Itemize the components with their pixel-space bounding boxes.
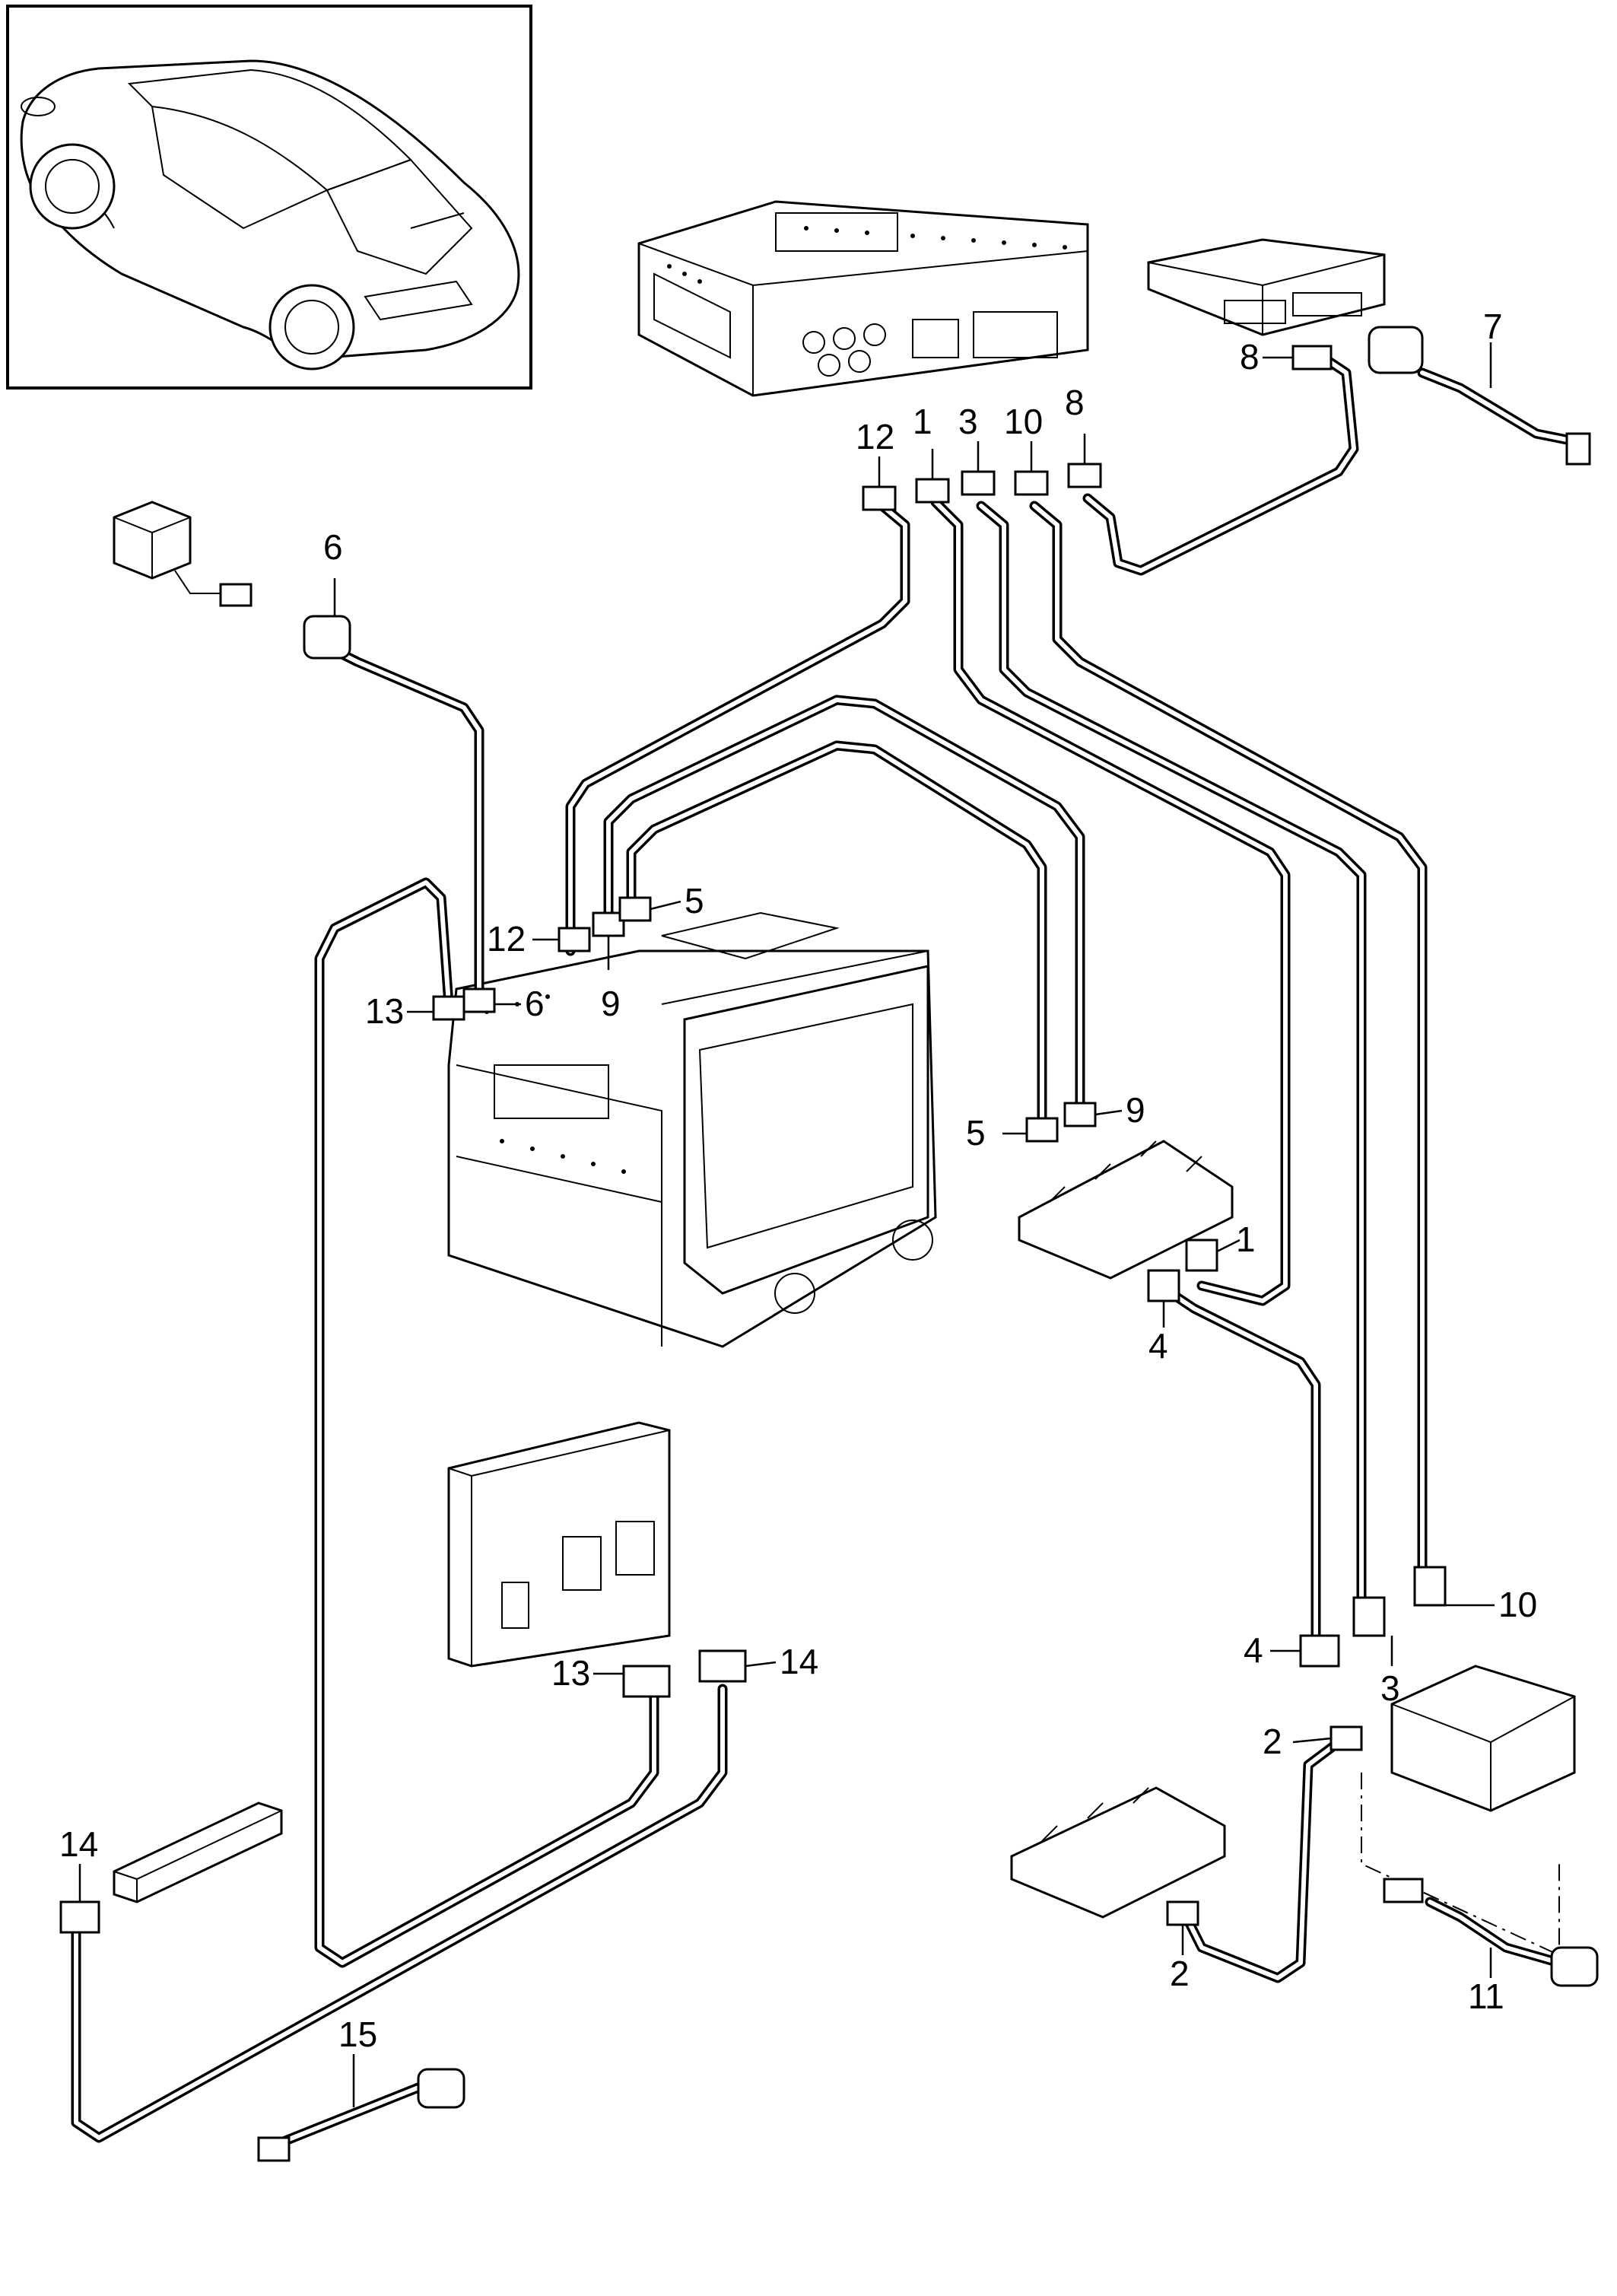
callout-10-top: 10 xyxy=(1004,402,1043,441)
callout-9-center: 9 xyxy=(601,984,621,1023)
callout-2-upper: 2 xyxy=(1263,1722,1282,1761)
head-unit xyxy=(447,911,937,1348)
mounting-bracket-upper xyxy=(1018,1140,1234,1280)
small-connector-module xyxy=(113,501,253,607)
connectors xyxy=(59,326,1599,2162)
wire-harness-13 xyxy=(314,877,659,1968)
wire-harness-5 xyxy=(626,740,1047,1124)
callout-11: 11 xyxy=(1468,1976,1504,2016)
wire-harness-9 xyxy=(603,695,1085,1108)
callout-3-top: 3 xyxy=(958,402,978,441)
callout-12-center: 12 xyxy=(487,919,526,959)
wire-harness-2 xyxy=(1181,1737,1344,1983)
wire-harness-15 xyxy=(268,2079,431,2151)
wire-harness-14 xyxy=(71,1684,728,2143)
callout-labels: 12 1 3 10 8 8 7 6 5 12 9 13 6 5 9 1 4 4 … xyxy=(59,307,1537,2054)
callout-14-lower: 14 xyxy=(780,1642,818,1681)
callout-13-lower: 13 xyxy=(551,1653,590,1693)
callout-10-bottom: 10 xyxy=(1498,1585,1537,1624)
vehicle-overview-inset xyxy=(6,5,532,390)
wire-harness-1 xyxy=(930,497,1291,1306)
callout-4-right: 4 xyxy=(1148,1326,1168,1366)
callout-14-left: 14 xyxy=(59,1824,98,1864)
wire-harness-3 xyxy=(976,501,1367,1603)
top-control-unit xyxy=(637,200,1089,397)
small-module xyxy=(1147,238,1386,336)
wire-harness-8 xyxy=(1082,352,1359,576)
car-illustration xyxy=(20,59,520,370)
callout-4-bottom: 4 xyxy=(1244,1630,1263,1670)
callout-5-right: 5 xyxy=(966,1113,986,1153)
lower-module xyxy=(447,1421,671,1668)
callout-3-bottom: 3 xyxy=(1380,1668,1400,1708)
callout-13-center: 13 xyxy=(365,991,404,1031)
mounting-bracket-lower xyxy=(1010,1786,1226,1919)
wire-harness-10 xyxy=(1029,501,1428,1573)
wire-harness-4 xyxy=(1166,1288,1321,1641)
wire-harness-12 xyxy=(565,501,910,956)
callout-2-lower: 2 xyxy=(1170,1954,1190,1993)
callout-12-top: 12 xyxy=(856,417,894,456)
callout-8-top: 8 xyxy=(1065,383,1085,422)
callout-8-module: 8 xyxy=(1240,337,1260,377)
callout-7: 7 xyxy=(1483,307,1503,346)
callout-9-right: 9 xyxy=(1126,1090,1145,1130)
callout-6-center: 6 xyxy=(525,984,545,1023)
callout-5-center: 5 xyxy=(685,881,704,921)
callout-6-top: 6 xyxy=(323,527,343,567)
small-ecu xyxy=(113,1802,283,1903)
wire-harness-11 xyxy=(1425,1897,1565,1968)
callout-15: 15 xyxy=(338,2015,377,2054)
sensor-bracket xyxy=(1361,1665,1576,1957)
callout-1-top: 1 xyxy=(913,402,932,441)
wire-harness-7 xyxy=(1417,367,1580,447)
leader-lines xyxy=(78,342,1495,2107)
callout-1-right: 1 xyxy=(1236,1220,1256,1259)
wire-harness-6 xyxy=(322,641,484,994)
